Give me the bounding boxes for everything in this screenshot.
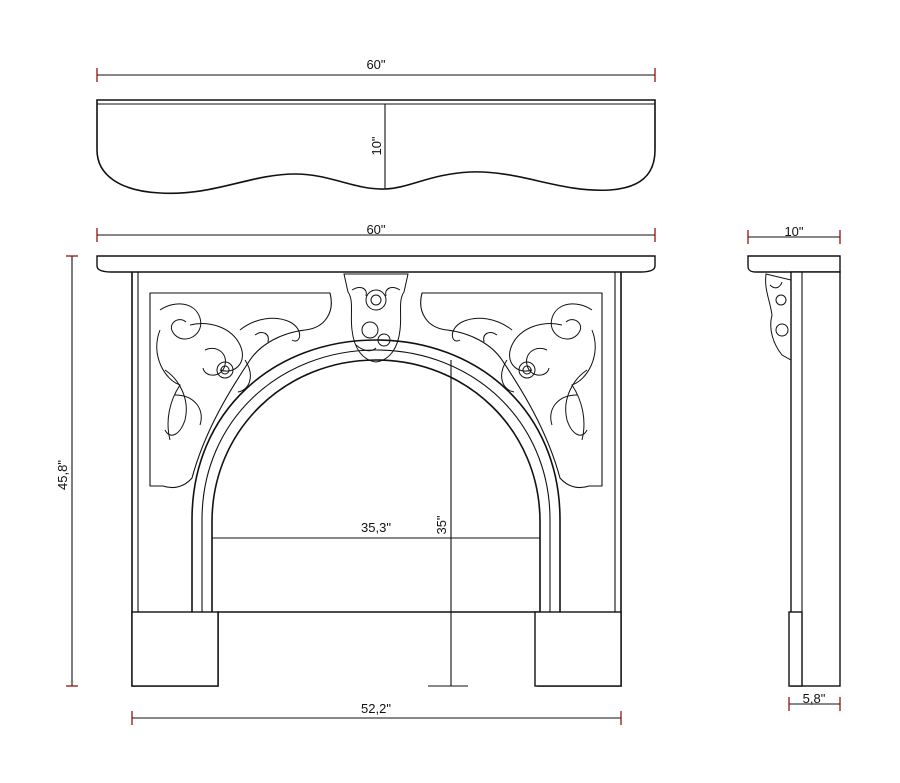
- opening-height-dimension: 35": [428, 360, 468, 687]
- arch-inner: [211, 359, 541, 612]
- side-depth-label: 10": [784, 224, 803, 239]
- overall-height-dimension: 45,8": [55, 255, 78, 687]
- front-width-dimension: 60": [96, 222, 656, 242]
- right-plinth: [534, 611, 622, 687]
- base-width-dimension: 52,2": [131, 701, 622, 725]
- front-view: 60": [55, 222, 656, 725]
- arch-mid: [201, 349, 551, 612]
- side-view: 10" 5,8": [747, 224, 841, 711]
- overall-height-label: 45,8": [55, 460, 70, 490]
- leg-depth-label: 5,8": [803, 691, 826, 706]
- side-shelf: [747, 255, 841, 273]
- opening-height-label: 35": [434, 515, 449, 534]
- top-width-label: 60": [366, 57, 385, 72]
- right-spandrel-panel: [420, 292, 603, 489]
- base-width-label: 52,2": [361, 701, 391, 716]
- leg-depth-dimension: 5,8": [788, 691, 841, 711]
- right-carving: [451, 303, 596, 441]
- arch-outer: [191, 339, 561, 612]
- left-plinth: [131, 611, 219, 687]
- opening-width-label: 35,3": [361, 520, 391, 535]
- side-depth-dimension: 10": [747, 224, 841, 244]
- top-depth-label: 10": [369, 136, 384, 155]
- center-keystone-carving: [343, 273, 409, 363]
- left-carving: [156, 303, 301, 441]
- shelf-front: [96, 255, 656, 273]
- top-view: 60" 10": [96, 57, 656, 195]
- top-width-dimension: 60": [96, 57, 656, 82]
- front-width-label: 60": [366, 222, 385, 237]
- left-spandrel-panel: [149, 292, 332, 489]
- side-plinth: [788, 611, 803, 687]
- side-carving: [765, 273, 792, 361]
- opening-width-dimension: 35,3": [212, 520, 540, 539]
